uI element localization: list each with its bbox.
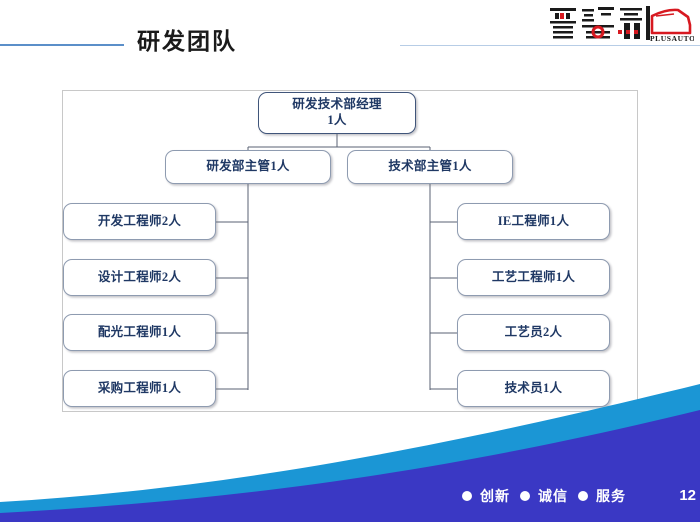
org-node-rd-supervisor-label: 研发部主管1人: [206, 159, 290, 174]
org-node-root-line2: 1人: [327, 113, 347, 127]
org-node-design-engineer[interactable]: 设计工程师2人: [63, 259, 216, 296]
org-node-light-engineer[interactable]: 配光工程师1人: [63, 314, 216, 351]
org-node-rd-supervisor[interactable]: 研发部主管1人: [165, 150, 331, 184]
header-rule-right: [400, 45, 700, 46]
org-chart-frame: [62, 90, 638, 412]
bullet-circle-icon-2: [520, 491, 530, 501]
org-node-process-technician[interactable]: 工艺员2人: [457, 314, 610, 351]
page-title: 研发团队: [137, 29, 237, 54]
org-node-design-engineer-label: 设计工程师2人: [97, 269, 182, 284]
org-node-purchase-engineer[interactable]: 采购工程师1人: [63, 370, 216, 407]
org-node-technician-label: 技术员1人: [504, 380, 563, 395]
header-rule-left: [0, 44, 124, 46]
footer-slogan: 创新 诚信 服务: [462, 486, 630, 506]
org-node-process-technician-label: 工艺员2人: [504, 324, 563, 339]
footer-slogan-item-1: 创新: [480, 490, 510, 505]
org-node-purchase-engineer-label: 采购工程师1人: [97, 380, 182, 395]
org-node-tech-supervisor-label: 技术部主管1人: [388, 159, 472, 174]
org-node-tech-supervisor[interactable]: 技术部主管1人: [347, 150, 513, 184]
org-node-dev-engineer[interactable]: 开发工程师2人: [63, 203, 216, 240]
pulusi-logo: PLUSAUTO: [546, 2, 694, 44]
org-node-ie-engineer[interactable]: IE工程师1人: [457, 203, 610, 240]
page-number: 12: [679, 487, 696, 504]
footer-slogan-item-2: 诚信: [538, 490, 568, 505]
org-node-technician[interactable]: 技术员1人: [457, 370, 610, 407]
org-node-ie-engineer-label: IE工程师1人: [497, 213, 570, 228]
org-node-process-engineer[interactable]: 工艺工程师1人: [457, 259, 610, 296]
bullet-circle-icon-1: [462, 491, 472, 501]
org-node-process-engineer-label: 工艺工程师1人: [491, 269, 576, 284]
footer-slogan-item-3: 服务: [596, 490, 626, 505]
org-node-root-line1: 研发技术部经理: [292, 97, 382, 112]
svg-text:PLUSAUTO: PLUSAUTO: [650, 34, 694, 43]
org-node-root[interactable]: 研发技术部经理 1人: [258, 92, 416, 134]
org-node-dev-engineer-label: 开发工程师2人: [97, 213, 182, 228]
bullet-circle-icon-3: [578, 491, 588, 501]
org-node-light-engineer-label: 配光工程师1人: [97, 324, 182, 339]
